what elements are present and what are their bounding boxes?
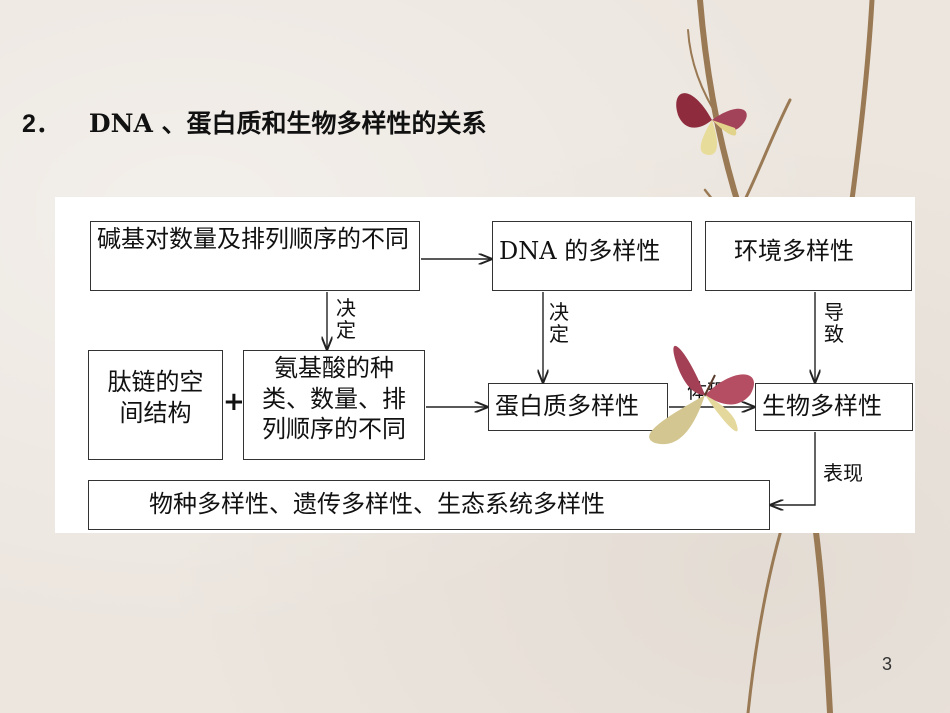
- box-biodiversity-text: 生物多样性: [762, 392, 882, 420]
- butterfly-icon: [676, 93, 747, 155]
- box-amino-acids-text: 氨基酸的种类、数量、排列顺序的不同: [262, 354, 406, 444]
- box-base-pairs: 碱基对数量及排列顺序的不同: [90, 221, 420, 291]
- box-peptide-structure-text: 肽链的空间结构: [107, 368, 204, 427]
- box-amino-acids: 氨基酸的种类、数量、排列顺序的不同: [243, 350, 425, 460]
- box-levels: 物种多样性、遗传多样性、生态系统多样性: [88, 480, 770, 530]
- box-biodiversity: 生物多样性: [755, 383, 913, 431]
- label-manifest: 表现: [823, 461, 863, 485]
- diagram-arrows: [55, 197, 915, 533]
- diagram-panel: 碱基对数量及排列顺序的不同 DNA 的多样性 环境多样性 肽链的空间结构 + 氨…: [55, 197, 915, 533]
- arrow-bio-to-levels: [771, 432, 816, 505]
- box-environment: 环境多样性: [705, 221, 912, 291]
- title-text: DNA 、蛋白质和生物多样性的关系: [88, 109, 487, 138]
- box-environment-text: 环境多样性: [734, 237, 854, 265]
- page-number: 3: [881, 654, 892, 674]
- label-decide-2: 决定: [549, 300, 569, 346]
- butterfly-large-icon: [649, 345, 754, 445]
- box-peptide-structure: 肽链的空间结构: [88, 350, 223, 460]
- plus-sign: +: [223, 387, 245, 417]
- title-number: 2．: [22, 110, 61, 138]
- box-base-pairs-text: 碱基对数量及排列顺序的不同: [97, 225, 409, 253]
- label-lead-to: 导致: [824, 300, 844, 346]
- box-dna-diversity: DNA 的多样性: [492, 221, 692, 291]
- box-protein-diversity-text: 蛋白质多样性: [495, 392, 639, 420]
- label-decide-1: 决定: [336, 296, 356, 342]
- box-dna-diversity-text: DNA 的多样性: [499, 237, 661, 265]
- box-levels-text: 物种多样性、遗传多样性、生态系统多样性: [149, 490, 605, 518]
- box-protein-diversity: 蛋白质多样性: [488, 383, 668, 431]
- slide-title: 2． DNA 、蛋白质和生物多样性的关系: [22, 104, 487, 140]
